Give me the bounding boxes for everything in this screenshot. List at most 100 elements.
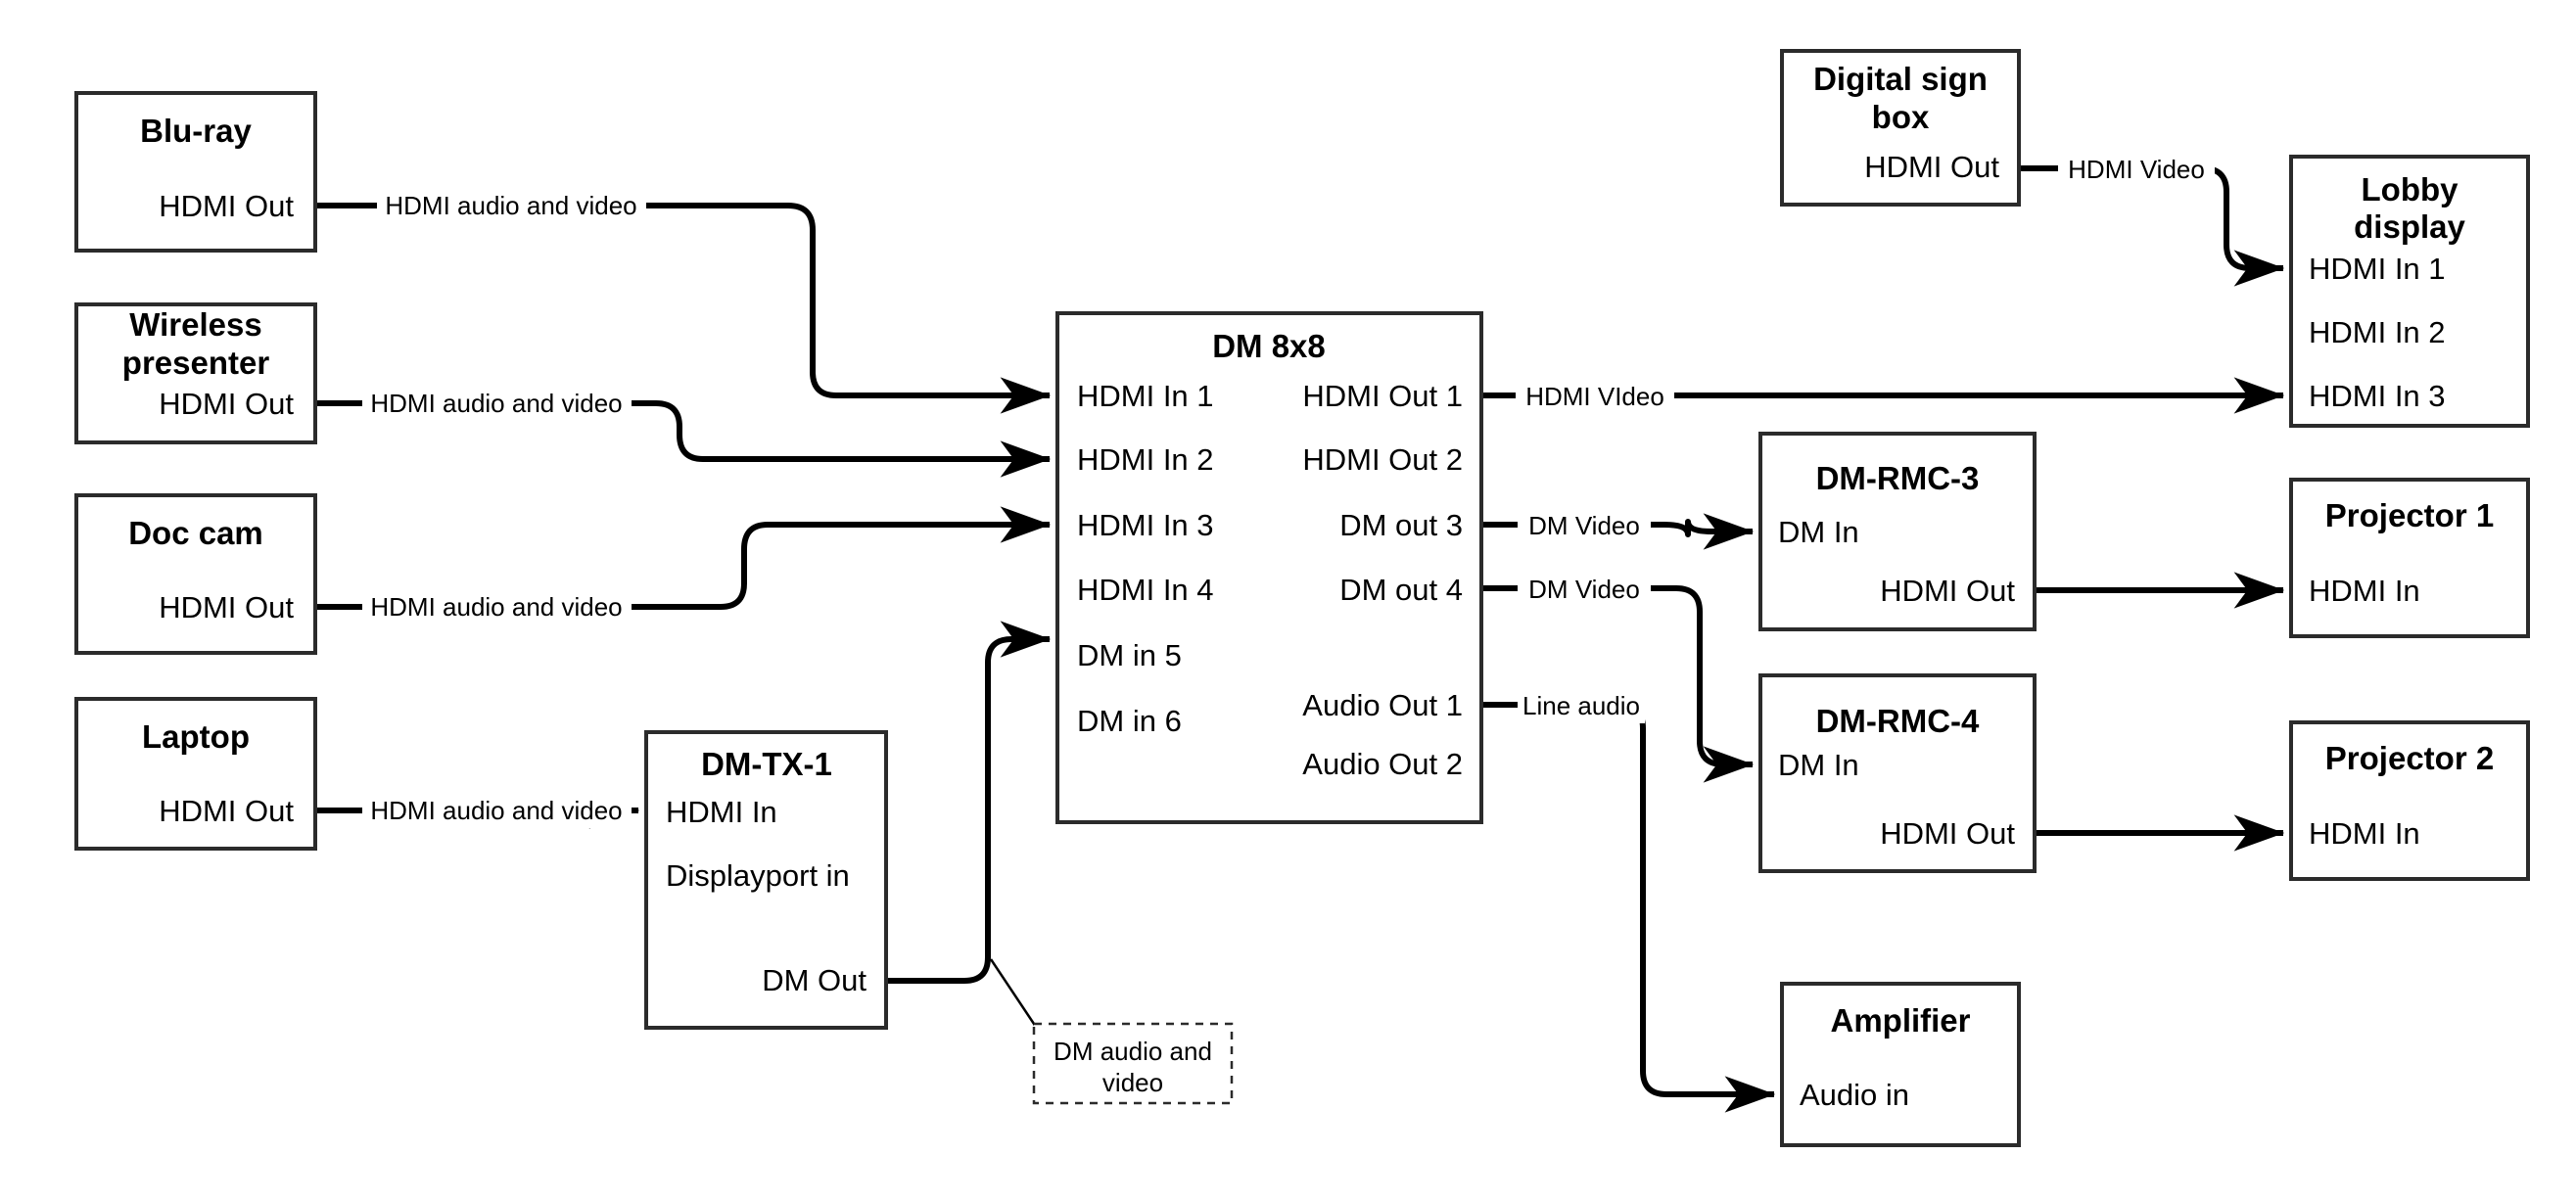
- node-dm-8x8-input-hdmi-in-4: HDMI In 4: [1077, 573, 1214, 607]
- node-projector-2[interactable]: Projector 2 HDMI In: [2289, 720, 2530, 881]
- note-dm-audio-and-video-box: [1032, 1022, 1234, 1105]
- node-laptop[interactable]: Laptop HDMI Out: [74, 697, 317, 851]
- node-bluray-box: [74, 91, 317, 253]
- node-amplifier-port-audio-in: Audio in: [1800, 1078, 1909, 1112]
- note-dm-audio-and-video: DM audio and video: [1032, 1022, 1234, 1105]
- edge-label-audioout1-amplifier: Line audio: [1518, 686, 1645, 723]
- node-amplifier[interactable]: Amplifier Audio in: [1780, 982, 2021, 1147]
- node-doc-cam[interactable]: Doc cam HDMI Out: [74, 493, 317, 655]
- wire-dmtx1-to-dm8x8: [886, 621, 1052, 984]
- node-projector-2-box: [2289, 720, 2530, 881]
- svg-text:HDMI audio and video: HDMI audio and video: [370, 796, 622, 825]
- node-laptop-port-hdmi-out: HDMI Out: [159, 794, 294, 828]
- node-dm-8x8-input-dm-in-5: DM in 5: [1077, 638, 1182, 672]
- node-lobby-display-input-hdmi-in-1: HDMI In 1: [2309, 252, 2446, 286]
- wire-doccam-to-dm8x8: [315, 506, 1052, 610]
- node-digital-sign-box-port-hdmi-out: HDMI Out: [1864, 150, 1999, 184]
- node-dm-rmc-3[interactable]: DM-RMC-3 DM In HDMI Out: [1758, 432, 2037, 631]
- node-projector-1[interactable]: Projector 1 HDMI In: [2289, 478, 2530, 638]
- node-doc-cam-box: [74, 493, 317, 655]
- node-wireless-presenter-box: [74, 302, 317, 444]
- node-dm-8x8-title: DM 8x8: [1212, 328, 1326, 364]
- wire-dmout4-to-rmc4: [1481, 585, 1755, 783]
- node-dm-rmc-4-port-hdmi-out: HDMI Out: [1880, 816, 2015, 851]
- node-lobby-display-input-hdmi-in-2: HDMI In 2: [2309, 315, 2446, 349]
- node-dm-8x8-input-dm-in-6: DM in 6: [1077, 704, 1182, 738]
- node-digital-sign-box-title-line2: box: [1872, 99, 1930, 135]
- node-dm-tx-1-title: DM-TX-1: [701, 746, 832, 782]
- node-digital-sign-box[interactable]: Digital sign box HDMI Out: [1780, 49, 2021, 207]
- wire-bluray-to-dm8x8: [315, 203, 1052, 414]
- node-dm-8x8-output-dm-out-3: DM out 3: [1339, 508, 1463, 542]
- wire-dmout3-to-rmc3: [1481, 513, 1755, 550]
- node-dm-rmc-3-port-dm-in: DM In: [1778, 515, 1859, 549]
- node-wireless-presenter-port-hdmi-out: HDMI Out: [159, 387, 294, 421]
- edge-label-bluray: HDMI audio and video: [377, 186, 646, 223]
- node-dm-tx-1-box: [644, 730, 888, 1030]
- edge-label-laptop: HDMI audio and video: [362, 791, 632, 828]
- svg-text:HDMI audio and video: HDMI audio and video: [385, 191, 636, 220]
- svg-text:DM Video: DM Video: [1528, 511, 1640, 540]
- node-dm-8x8-input-hdmi-in-2: HDMI In 2: [1077, 442, 1214, 477]
- node-lobby-display-title-line2: display: [2354, 208, 2465, 245]
- node-doc-cam-port-hdmi-out: HDMI Out: [159, 590, 294, 624]
- node-dm-rmc-4-box: [1758, 673, 2037, 873]
- node-dm-8x8-input-hdmi-in-1: HDMI In 1: [1077, 379, 1214, 413]
- node-digital-sign-box-box: [1780, 49, 2021, 207]
- node-dm-tx-1-port-hdmi-in: HDMI In: [666, 795, 777, 829]
- node-dm-rmc-3-box: [1758, 432, 2037, 631]
- note-dm-audio-and-video-line2: video: [1102, 1068, 1163, 1097]
- node-lobby-display-input-hdmi-in-3: HDMI In 3: [2309, 379, 2446, 413]
- node-dm-8x8-output-hdmi-out-1: HDMI Out 1: [1302, 379, 1463, 413]
- node-lobby-display[interactable]: Lobby display HDMI In 1 HDMI In 2 HDMI I…: [2289, 155, 2530, 428]
- node-projector-1-port-hdmi-in: HDMI In: [2309, 574, 2420, 608]
- edge-label-dmout4-rmc4: DM Video: [1518, 570, 1651, 607]
- node-bluray-title: Blu-ray: [140, 113, 252, 149]
- node-projector-1-title: Projector 1: [2325, 497, 2494, 533]
- node-dm-rmc-3-port-hdmi-out: HDMI Out: [1880, 574, 2015, 608]
- node-projector-2-title: Projector 2: [2325, 740, 2494, 776]
- wire-wireless-to-dm8x8: [315, 400, 1052, 478]
- node-dm-8x8-input-hdmi-in-3: HDMI In 3: [1077, 508, 1214, 542]
- edge-label-doccam: HDMI audio and video: [362, 587, 632, 624]
- node-dm-tx-1-port-dm-out: DM Out: [762, 963, 866, 997]
- edge-label-hdmiout1-lobby: HDMI VIdeo: [1516, 377, 1674, 414]
- node-dm-8x8-box: [1055, 311, 1483, 824]
- node-laptop-box: [74, 697, 317, 851]
- node-dm-tx-1[interactable]: DM-TX-1 HDMI In Displayport in DM Out: [644, 730, 888, 1030]
- node-dm-rmc-4[interactable]: DM-RMC-4 DM In HDMI Out: [1758, 673, 2037, 873]
- node-dm-8x8-output-audio-out-2: Audio Out 2: [1302, 747, 1463, 781]
- edge-label-digitalsign-lobby: HDMI Video: [2058, 150, 2215, 187]
- node-dm-8x8[interactable]: DM 8x8 HDMI In 1 HDMI In 2 HDMI In 3 HDM…: [1055, 311, 1483, 824]
- node-wireless-presenter-title: Wireless: [129, 306, 261, 343]
- svg-text:Line audio: Line audio: [1522, 691, 1640, 720]
- svg-text:HDMI audio and video: HDMI audio and video: [370, 389, 622, 418]
- node-amplifier-title: Amplifier: [1830, 1002, 1970, 1039]
- node-wireless-presenter[interactable]: Wireless presenter HDMI Out: [74, 302, 317, 444]
- node-dm-rmc-4-title: DM-RMC-4: [1816, 703, 1980, 739]
- node-projector-1-box: [2289, 478, 2530, 638]
- node-projector-2-port-hdmi-in: HDMI In: [2309, 816, 2420, 851]
- node-lobby-display-title: Lobby: [2362, 171, 2459, 208]
- svg-text:DM Video: DM Video: [1528, 575, 1640, 604]
- node-wireless-presenter-title-line2: presenter: [122, 345, 270, 381]
- node-lobby-display-box: [2289, 155, 2530, 428]
- edge-label-dmout3-rmc3: DM Video: [1518, 506, 1651, 543]
- node-bluray-port-hdmi-out: HDMI Out: [159, 189, 294, 223]
- node-dm-8x8-output-audio-out-1: Audio Out 1: [1302, 688, 1463, 722]
- node-bluray[interactable]: Blu-ray HDMI Out: [74, 91, 317, 253]
- node-laptop-title: Laptop: [142, 718, 250, 755]
- svg-text:HDMI audio and video: HDMI audio and video: [370, 592, 622, 622]
- node-dm-8x8-output-hdmi-out-2: HDMI Out 2: [1302, 442, 1463, 477]
- node-amplifier-box: [1780, 982, 2021, 1147]
- note-dm-audio-and-video-line1: DM audio and: [1054, 1037, 1212, 1066]
- node-dm-rmc-3-title: DM-RMC-3: [1816, 460, 1980, 496]
- node-dm-tx-1-port-displayport-in: Displayport in: [666, 858, 850, 893]
- node-dm-rmc-4-port-dm-in: DM In: [1778, 748, 1859, 782]
- node-doc-cam-title: Doc cam: [128, 515, 263, 551]
- node-dm-8x8-output-dm-out-4: DM out 4: [1339, 573, 1463, 607]
- svg-text:HDMI VIdeo: HDMI VIdeo: [1525, 382, 1664, 411]
- svg-text:HDMI Video: HDMI Video: [2068, 155, 2205, 184]
